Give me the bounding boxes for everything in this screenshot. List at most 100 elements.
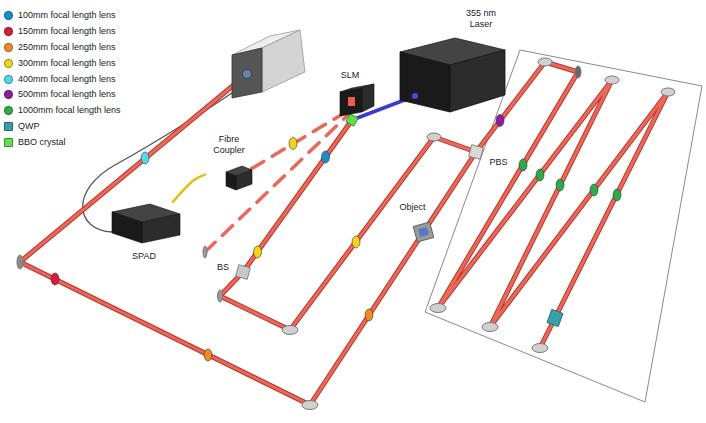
optical-fibre — [173, 175, 205, 202]
object-label: Object — [396, 202, 429, 217]
legend-swatch — [4, 122, 13, 131]
spad-front — [112, 212, 142, 243]
lens — [365, 309, 373, 321]
lens — [590, 184, 598, 196]
legend-swatch — [4, 90, 13, 99]
legend-row: 1000mm focal length lens — [4, 103, 121, 119]
legend-text: 1000mm focal length lens — [18, 105, 121, 116]
legend-text: 400mm focal length lens — [18, 74, 116, 85]
camera-lens — [243, 70, 252, 79]
mirror — [282, 326, 298, 335]
legend-text: 300mm focal length lens — [18, 58, 116, 69]
laser-label: 355 nm Laser — [458, 8, 504, 34]
component-name: 355 nm Laser — [461, 8, 501, 30]
mirror — [17, 255, 23, 269]
mirror — [482, 323, 498, 332]
light-beam — [20, 74, 476, 405]
component-name: BS — [216, 262, 230, 273]
mirror — [538, 58, 552, 66]
component-name: PBS — [488, 157, 508, 168]
qwp-plate — [547, 309, 563, 326]
fibre-coupler: Fibre Coupler — [205, 134, 253, 192]
lens — [556, 179, 564, 191]
mirror — [605, 76, 619, 84]
slm-label: SLM — [336, 70, 364, 85]
lens — [322, 151, 330, 163]
coupler-side — [236, 170, 252, 190]
legend-text: BBO crystal — [18, 137, 66, 148]
lens — [352, 236, 360, 248]
dashed-beam — [205, 113, 350, 252]
laser-head — [400, 38, 505, 112]
legend-text: 250mm focal length lens — [18, 42, 116, 53]
beam-splitter-cube — [469, 145, 484, 160]
legend-row: 100mm focal length lens — [4, 8, 121, 24]
mirror-group — [17, 58, 675, 410]
lens — [51, 273, 59, 285]
camera — [232, 30, 305, 98]
breadboard-panel — [425, 50, 702, 402]
legend-swatch — [4, 138, 13, 147]
lens-group — [51, 115, 621, 362]
spad-detector: SPAD — [108, 202, 180, 262]
mirror — [203, 246, 207, 258]
pbs-label: PBS — [486, 157, 511, 172]
legend-row: 250mm focal length lens — [4, 40, 121, 56]
camera-side — [262, 30, 305, 92]
component-name: Fibre Coupler — [208, 134, 250, 156]
mirror — [218, 290, 223, 302]
legend-swatch — [4, 106, 13, 115]
bs-label: BS — [212, 262, 234, 277]
beam-outline — [220, 120, 476, 330]
legend: 100mm focal length lens 150mm focal lengt… — [4, 8, 121, 150]
object-slide — [418, 227, 429, 237]
laser-side — [450, 50, 505, 112]
lens — [289, 138, 297, 150]
legend-row: 300mm focal length lens — [4, 55, 121, 71]
legend-text: 500mm focal length lens — [18, 89, 116, 100]
slm-panel — [348, 97, 355, 106]
mirror — [427, 133, 441, 141]
lens — [254, 246, 262, 258]
mirror — [302, 401, 318, 410]
slm-front — [340, 88, 362, 116]
fibre-coupler-device — [226, 166, 252, 190]
lens — [536, 169, 544, 181]
mirror — [532, 344, 548, 353]
object-holder — [413, 222, 434, 242]
beam-splitter-cube — [236, 265, 251, 280]
component-name: SPAD — [131, 251, 157, 262]
legend-row: QWP — [4, 119, 121, 135]
laser-front — [400, 52, 450, 112]
legend-text: 150mm focal length lens — [18, 26, 116, 37]
legend-swatch — [4, 11, 13, 20]
legend-text: QWP — [18, 121, 40, 132]
beam-outline — [20, 74, 476, 405]
bbo-crystal — [346, 114, 358, 126]
spad-device — [112, 204, 180, 243]
slm-device — [340, 84, 374, 116]
legend-swatch — [4, 43, 13, 52]
mirror — [661, 88, 675, 96]
camera-front — [232, 48, 262, 98]
component-name: SLM — [340, 70, 361, 81]
lens — [613, 189, 621, 201]
coupler-front — [226, 172, 236, 190]
laser-aperture — [412, 93, 418, 99]
lens — [519, 159, 527, 171]
legend-swatch — [4, 27, 13, 36]
legend-row: 500mm focal length lens — [4, 87, 121, 103]
object-frame — [413, 222, 434, 242]
slm-side — [362, 84, 374, 112]
spad-side — [142, 214, 180, 243]
legend-row: 400mm focal length lens — [4, 71, 121, 87]
component-name: Object — [398, 202, 426, 213]
legend-row: 150mm focal length lens — [4, 24, 121, 40]
legend-row: BBO crystal — [4, 134, 121, 150]
lens — [496, 115, 504, 127]
legend-text: 100mm focal length lens — [18, 10, 116, 21]
mirror — [575, 66, 581, 78]
legend-swatch — [4, 75, 13, 84]
legend-swatch — [4, 59, 13, 68]
light-beam — [220, 120, 476, 330]
